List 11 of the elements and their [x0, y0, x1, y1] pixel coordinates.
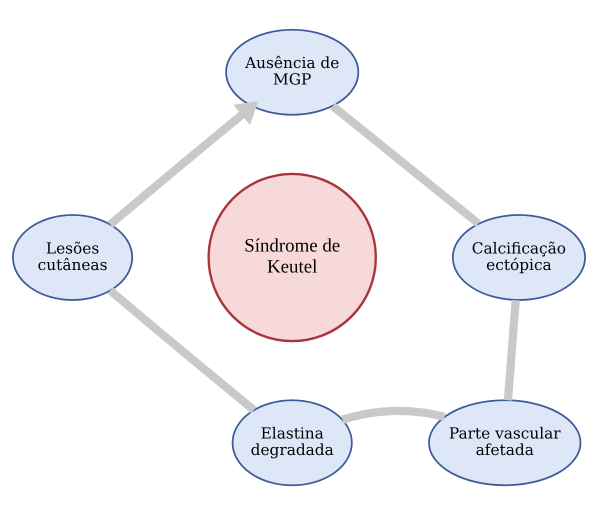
node-ellipse: Lesões cutâneas [12, 214, 134, 301]
node-ellipse: Elastina degradada [232, 399, 353, 486]
connector [341, 406, 446, 424]
connector [504, 300, 520, 401]
arrow [108, 101, 258, 228]
node-ellipse: Parte vascular afetada [428, 399, 582, 486]
connector [330, 102, 481, 227]
node-ellipse: Calcificação ectópica [452, 214, 586, 301]
node-circle: Síndrome de Keutel [207, 172, 377, 342]
node-ellipse: Ausência de MGP [225, 28, 360, 116]
connector [108, 287, 256, 414]
